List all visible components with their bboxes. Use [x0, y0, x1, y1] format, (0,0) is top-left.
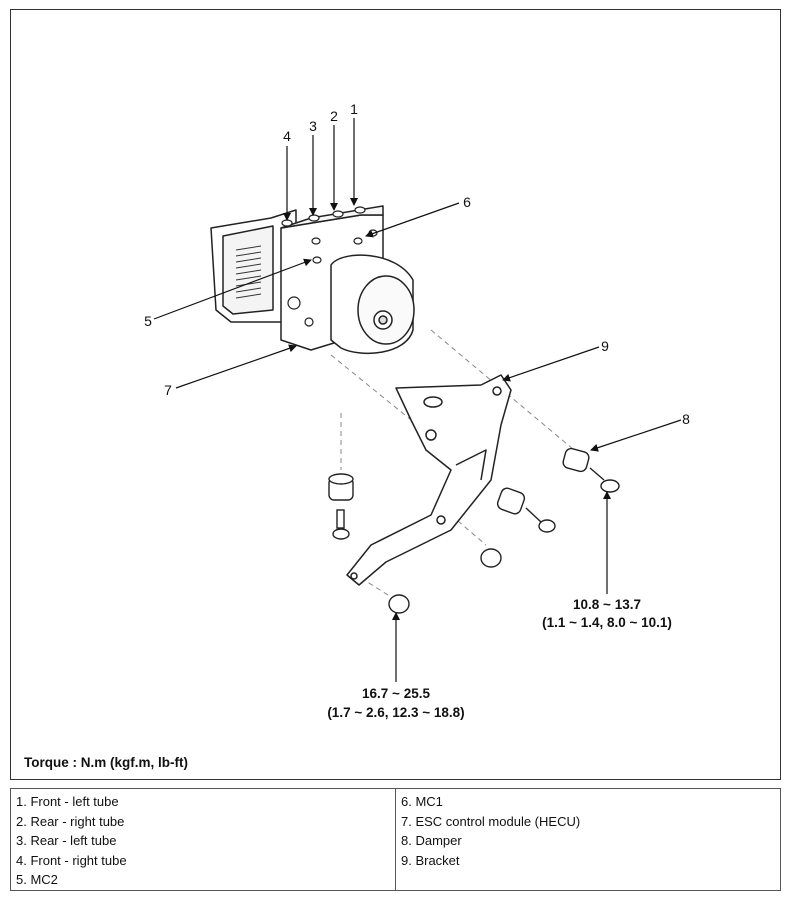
- legend-item: 4. Front - right tube: [16, 852, 127, 868]
- callout-4: 4: [283, 128, 291, 144]
- pump-motor-end: [357, 275, 415, 345]
- legend-item: 3. Rear - left tube: [16, 833, 117, 848]
- connector-ribs: [235, 245, 262, 299]
- callout-7: 7: [164, 382, 172, 398]
- legend-column-left: 1. Front - left tube 2. Rear - right tub…: [11, 789, 395, 890]
- legend-item: 6. MC1: [401, 794, 443, 809]
- torque-unit-note: Torque : N.m (kgf.m, lb-ft): [24, 755, 188, 770]
- callout-2: 2: [330, 108, 338, 124]
- legend-item: 1. Front - left tube: [16, 794, 119, 809]
- legend-column-right: 6. MC1 7. ESC control module (HECU) 8. D…: [395, 789, 780, 890]
- legend-item: 7. ESC control module (HECU): [401, 813, 581, 829]
- torque-upper-units: (1.1 ~ 1.4, 8.0 ~ 10.1): [542, 615, 672, 630]
- callout-6: 6: [463, 194, 471, 210]
- damper-parts: [328, 447, 620, 614]
- hecu-unit: [210, 205, 415, 354]
- torque-upper-value: 10.8 ~ 13.7: [573, 597, 641, 612]
- legend-item: 2. Rear - right tube: [16, 813, 125, 829]
- callout-8: 8: [682, 411, 690, 427]
- legend-item: 9. Bracket: [401, 852, 460, 868]
- exploded-view-drawing: 1 2 3 4 5 6 7 8 9 10.8 ~ 13.7 (1.1 ~ 1.4…: [144, 101, 690, 720]
- callout-9: 9: [601, 338, 609, 354]
- torque-lower-units: (1.7 ~ 2.6, 12.3 ~ 18.8): [327, 705, 464, 720]
- callout-3: 3: [309, 118, 317, 134]
- torque-lower-value: 16.7 ~ 25.5: [362, 686, 430, 701]
- callout-5: 5: [144, 313, 152, 329]
- leader-lines: [153, 118, 682, 682]
- legend-item: 8. Damper: [401, 833, 462, 848]
- legend-item: 5. MC2: [16, 872, 58, 887]
- bracket: [346, 374, 512, 586]
- callout-1: 1: [350, 101, 358, 117]
- exploded-view-figure: 1 2 3 4 5 6 7 8 9 10.8 ~ 13.7 (1.1 ~ 1.4…: [10, 9, 781, 780]
- parts-legend: 1. Front - left tube 2. Rear - right tub…: [10, 788, 781, 891]
